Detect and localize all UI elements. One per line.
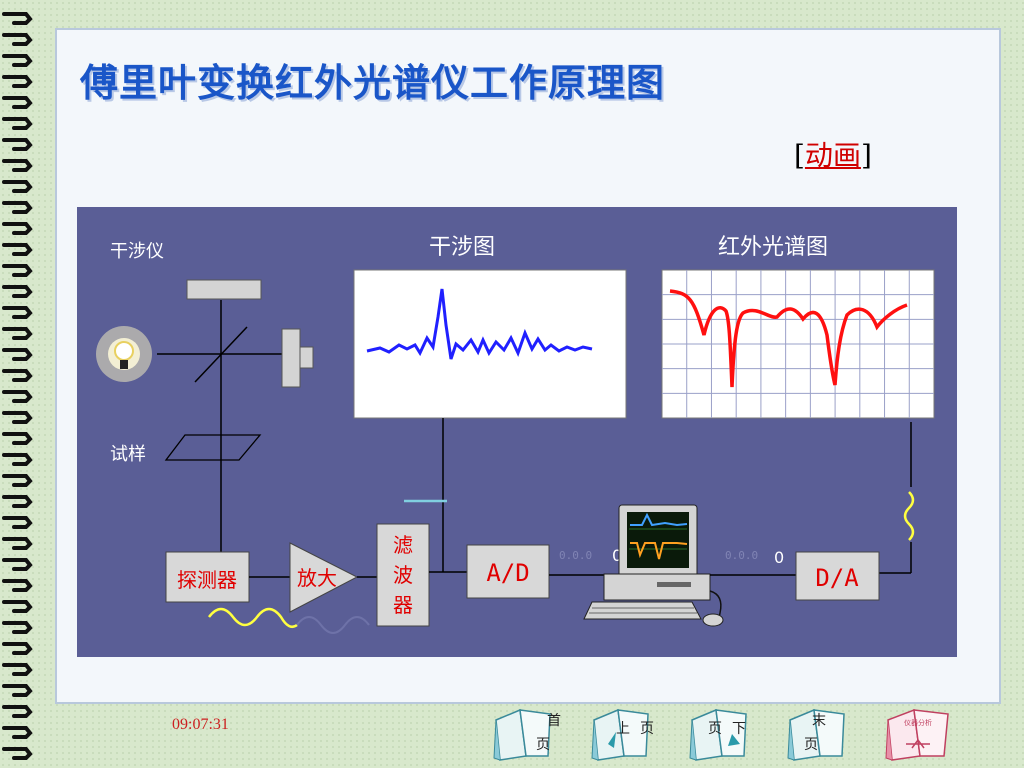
spiral-ring [2, 474, 33, 487]
book-icon [689, 708, 747, 761]
nav-prev-line2: 页 [640, 721, 654, 737]
spiral-ring [2, 348, 33, 361]
nav-menu-label: 仪器分析 [904, 719, 932, 727]
spiral-ring [2, 558, 33, 571]
amplifier-triangle [289, 542, 359, 613]
spiral-ring [2, 495, 33, 508]
da-converter-box [795, 551, 880, 601]
moving-mirror-rod [299, 346, 314, 369]
interferogram-panel [353, 269, 627, 419]
nav-next-line2: 下 [732, 721, 746, 737]
spiral-ring [2, 411, 33, 424]
filter-label-3: 器 [393, 593, 413, 617]
fixed-mirror [186, 279, 262, 300]
sample-label: 试样 [110, 444, 146, 465]
book-icon [493, 708, 551, 761]
spiral-ring [2, 369, 33, 382]
spiral-ring [2, 243, 33, 256]
spiral-ring [2, 726, 33, 739]
spiral-ring [2, 138, 33, 151]
spiral-ring [2, 642, 33, 655]
spiral-ring [2, 705, 33, 718]
spiral-ring [2, 516, 33, 529]
beam-splitter [194, 326, 248, 383]
spiral-ring [2, 579, 33, 592]
spectrum-signal-wave [903, 491, 915, 541]
animation-link-text[interactable]: 动画 [804, 139, 861, 172]
spiral-ring [2, 96, 33, 109]
slide-title: 傅里叶变换红外光谱仪工作原理图 [80, 60, 666, 105]
detector-signal-wave [208, 607, 298, 628]
ftir-diagram-canvas: 干涉仪 试样 干涉图 红外光谱图 [96, 235, 935, 634]
slide-clock: 09:07:31 [172, 716, 229, 733]
ad-converter-box [466, 544, 550, 599]
spiral-ring [2, 12, 33, 25]
computer-icon [583, 504, 724, 627]
spiral-ring [2, 264, 33, 277]
filter-label-2: 波 [393, 563, 413, 587]
ir-spectrum-grid [662, 270, 934, 418]
spiral-ring [2, 327, 33, 340]
spiral-ring [2, 222, 33, 235]
filter-label-1: 滤 [393, 533, 413, 557]
spiral-ring [2, 306, 33, 319]
detector-signal-wave-faint [296, 616, 370, 634]
spiral-ring [2, 201, 33, 214]
nav-last-line1: 末 [812, 713, 826, 729]
ir-spectrum-title: 红外光谱图 [718, 235, 828, 260]
animation-link[interactable]: [动画] [794, 134, 872, 174]
nav-last-page-button[interactable]: 末 页 [786, 704, 848, 762]
da-converter-label: D/A [815, 564, 859, 592]
nav-prev-line1: 上 [616, 721, 630, 737]
bits-right: 0.0.0 [725, 549, 758, 562]
sample-plate [164, 434, 262, 461]
filter-box [376, 523, 430, 627]
zero-left-label: 0 [612, 546, 622, 565]
spiral-ring [2, 180, 33, 193]
spiral-ring [2, 600, 33, 613]
spiral-ring [2, 117, 33, 130]
detector-box [165, 551, 250, 603]
spiral-ring [2, 621, 33, 634]
spiral-ring [2, 453, 33, 466]
spiral-ring [2, 75, 33, 88]
detector-label: 探测器 [177, 568, 237, 592]
nav-next-page-button[interactable]: 页 下 [688, 704, 750, 762]
interferogram-trace [366, 288, 593, 360]
nav-last-line2: 页 [804, 737, 818, 753]
light-source-icon [96, 326, 152, 382]
interferogram-title: 干涉图 [429, 235, 495, 260]
bracket-close: ] [860, 139, 872, 172]
book-icon [787, 708, 845, 761]
spiral-ring [2, 285, 33, 298]
book-icon [885, 708, 949, 761]
ftir-diagram: 干涉仪 试样 干涉图 红外光谱图 [77, 207, 957, 657]
spiral-ring [2, 390, 33, 403]
nav-first-line1: 首 [547, 713, 561, 729]
zero-right-label: 0 [774, 548, 784, 567]
spiral-ring [2, 159, 33, 172]
bits-left: 0.0.0 [559, 549, 592, 562]
nav-menu-button[interactable]: 仪器分析 [884, 704, 949, 762]
ir-spectrum-trace [669, 289, 908, 388]
spiral-ring [2, 537, 33, 550]
bracket-open: [ [794, 139, 805, 172]
book-icon [591, 708, 649, 761]
spiral-ring [2, 432, 33, 445]
nav-next-line1: 页 [708, 721, 722, 737]
nav-prev-page-button[interactable]: 上 页 [590, 704, 654, 762]
interferometer-label: 干涉仪 [110, 241, 164, 262]
spiral-ring [2, 33, 33, 46]
spiral-binding [2, 12, 33, 760]
spiral-ring [2, 663, 33, 676]
spiral-ring [2, 684, 33, 697]
nav-first-line2: 页 [536, 737, 550, 753]
spiral-ring [2, 54, 33, 67]
spiral-ring [2, 747, 33, 760]
amplifier-label: 放大 [297, 566, 337, 590]
moving-mirror [281, 328, 301, 388]
nav-first-page-button[interactable]: 首 页 [492, 704, 561, 762]
ad-converter-label: A/D [486, 559, 529, 587]
